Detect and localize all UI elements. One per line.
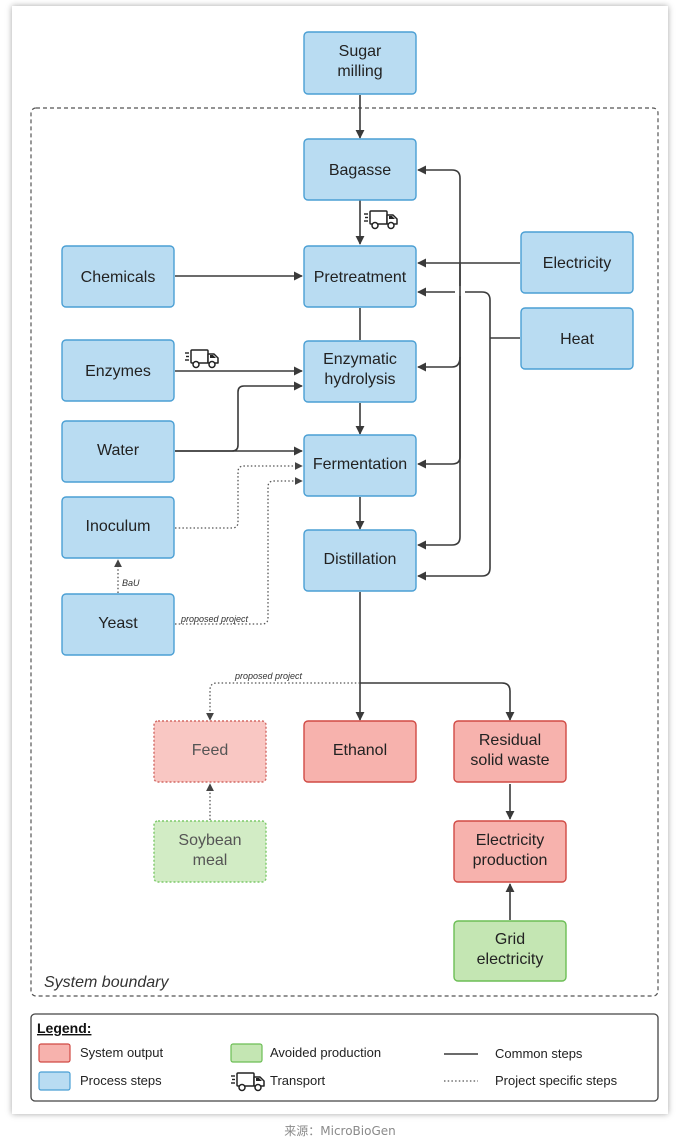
svg-text:Sugar: Sugar (339, 43, 382, 60)
node-bagasse: Bagasse (303, 138, 417, 201)
proposed-project-label-feed: proposed project (234, 671, 303, 681)
project-edges (114, 462, 360, 820)
legend-box (30, 1013, 659, 1102)
edge-water-hydrolysis (175, 381, 303, 452)
node-inoculum: Inoculum (61, 496, 175, 559)
bau-label: BaU (122, 578, 140, 588)
system-boundary (30, 107, 659, 997)
node-feed: Feed (153, 720, 267, 783)
legend-title: Legend: (37, 1020, 91, 1036)
node-enzymes: Enzymes (61, 339, 175, 402)
node-heat: Heat (520, 307, 634, 370)
node-water: Water (61, 420, 175, 483)
svg-text:Residual: Residual (479, 732, 541, 749)
legend-process-steps-label: Process steps (80, 1073, 162, 1088)
svg-text:Feed: Feed (192, 742, 228, 759)
svg-text:Inoculum: Inoculum (86, 518, 151, 535)
svg-text:Pretreatment: Pretreatment (314, 269, 407, 286)
node-distillation: Distillation (303, 529, 417, 592)
legend-system-output-label: System output (80, 1045, 163, 1060)
legend-swatch-process-steps (38, 1071, 71, 1091)
legend-common-steps-label: Common steps (495, 1046, 583, 1061)
svg-text:Electricity: Electricity (543, 255, 611, 272)
svg-text:Enzymatic: Enzymatic (323, 351, 397, 368)
common-edges (175, 95, 520, 920)
node-fermentation: Fermentation (303, 434, 417, 497)
edge-distillation-residual (360, 682, 515, 721)
edge-distillation-feed (206, 682, 360, 721)
system-boundary-label: System boundary (44, 974, 170, 991)
legend-avoided-production-label: Avoided production (270, 1045, 381, 1060)
svg-text:Chemicals: Chemicals (81, 269, 156, 286)
svg-text:electricity: electricity (477, 951, 544, 968)
legend-transport-label: Transport (270, 1073, 326, 1088)
node-residual-solid-waste: Residual solid waste (453, 720, 567, 783)
edge-electricity-bagasse (417, 165, 461, 263)
truck-icon (184, 349, 219, 369)
svg-text:production: production (473, 852, 548, 869)
edge-heat-pretreatment (418, 292, 491, 338)
edge-heat-distillation (417, 338, 491, 581)
legend-swatch-system-output (38, 1043, 71, 1063)
node-electricity: Electricity (520, 231, 634, 294)
svg-text:Soybean: Soybean (178, 832, 241, 849)
svg-text:hydrolysis: hydrolysis (324, 371, 395, 388)
svg-text:Ethanol: Ethanol (333, 742, 387, 759)
node-soybean-meal: Soybean meal (153, 820, 267, 883)
svg-text:Yeast: Yeast (98, 615, 138, 632)
svg-text:Bagasse: Bagasse (329, 162, 391, 179)
edge-inoculum-fermentation (175, 462, 303, 529)
svg-text:Electricity: Electricity (476, 832, 544, 849)
legend-swatch-avoided-production (230, 1043, 263, 1063)
node-sugar-milling: Sugar milling (303, 31, 417, 95)
node-grid-electricity: Grid electricity (453, 920, 567, 982)
node-enzymatic-hydrolysis: Enzymatic hydrolysis (303, 340, 417, 403)
node-pretreatment: Pretreatment (303, 245, 417, 308)
svg-text:Fermentation: Fermentation (313, 456, 407, 473)
proposed-project-label-yeast: proposed project (180, 614, 249, 624)
svg-text:Heat: Heat (560, 331, 594, 348)
svg-text:milling: milling (337, 63, 382, 80)
svg-text:Grid: Grid (495, 931, 525, 948)
svg-text:Water: Water (97, 442, 140, 459)
node-yeast: Yeast (61, 593, 175, 656)
edge-yeast-fermentation (175, 477, 303, 625)
svg-text:meal: meal (193, 852, 228, 869)
legend-project-specific-label: Project specific steps (495, 1073, 618, 1088)
edge-electricity-hydrolysis (417, 356, 461, 372)
svg-text:solid waste: solid waste (470, 752, 549, 769)
node-ethanol: Ethanol (303, 720, 417, 783)
source-caption: 来源：MicroBioGen (284, 1124, 396, 1138)
legend: Legend: System output Process steps Avoi… (30, 1013, 659, 1102)
edge-electricity-fermentation (418, 263, 461, 464)
node-chemicals: Chemicals (61, 245, 175, 308)
node-electricity-production: Electricity production (453, 820, 567, 883)
edge-electricity-distillation (417, 264, 461, 550)
svg-text:Enzymes: Enzymes (85, 363, 151, 380)
truck-icon (363, 210, 398, 230)
svg-text:Distillation: Distillation (324, 551, 397, 568)
